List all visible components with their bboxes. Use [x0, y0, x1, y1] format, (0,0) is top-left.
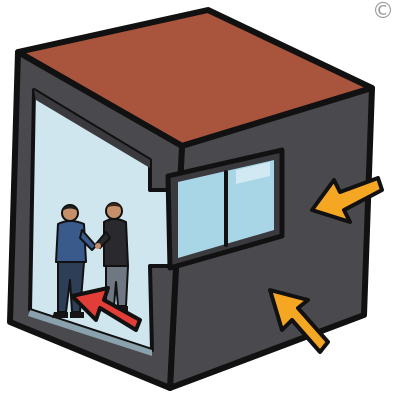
person-right-legs: [106, 266, 128, 306]
copyright-mark: ©: [372, 0, 393, 24]
person-right-torso: [104, 219, 128, 266]
person-left-torso: [56, 221, 86, 262]
person-left-shoes: [52, 312, 84, 318]
person-right-hand: [95, 243, 101, 249]
